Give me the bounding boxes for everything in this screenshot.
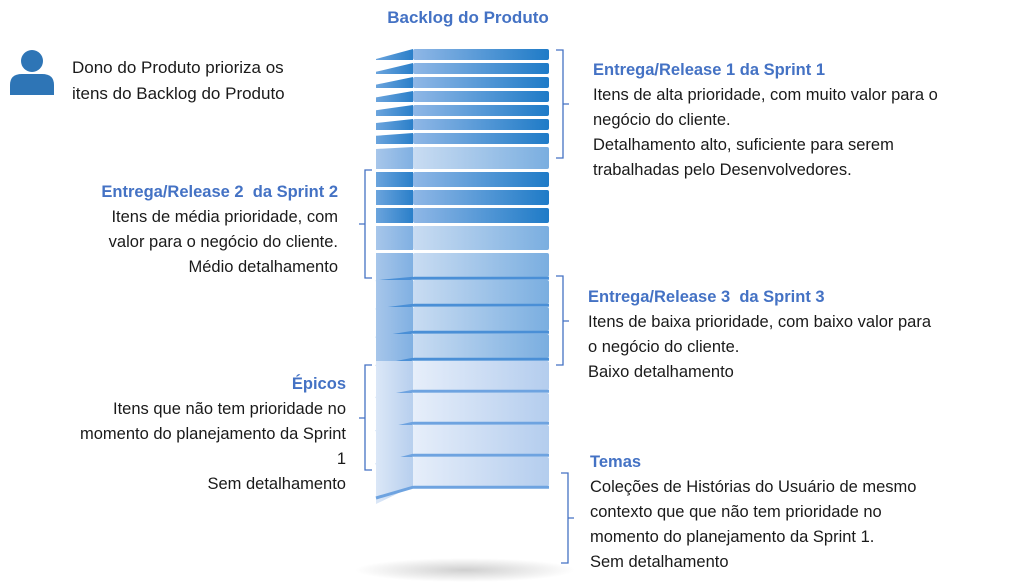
stack-layer-separator [375,485,549,500]
diagram-title: Backlog do Produto [387,8,549,27]
epicos-line: Itens que não tem prioridade no [113,400,346,418]
release2-line: Itens de média prioridade, com [111,208,338,226]
stack-shadow [355,558,575,582]
release1-line: trabalhadas pelo Desenvolvedores. [593,161,852,179]
stack-layer-side [376,226,413,250]
stack-layer-side [376,190,413,205]
release3-heading: Entrega/Release 3 da Sprint 3 [588,288,825,306]
stack-layer-side [376,77,413,88]
backlog-stack [375,49,549,504]
stack-layer [413,457,549,486]
release3-line: Baixo detalhamento [588,363,734,381]
release3-line: o negócio do cliente. [588,338,740,356]
stack-layer-side [376,253,413,283]
stack-layer [413,280,549,304]
release1-line: negócio do cliente. [593,111,731,129]
release2-line: valor para o negócio do cliente. [108,233,338,251]
temas-line: contexto que que não tem prioridade no [590,503,882,521]
user-icon [10,50,54,95]
owner-line: Dono do Produto prioriza os [72,58,284,77]
stack-layer-side [376,457,413,504]
release3-block: Entrega/Release 3 da Sprint 3 Itens de b… [588,285,1018,385]
stack-layer-side [376,105,413,116]
owner-description: Dono do Produto prioriza os itens do Bac… [72,55,342,107]
stack-layer [413,172,549,187]
stack-layer-side [376,208,413,223]
stack-layer [413,105,549,116]
temas-block: Temas Coleções de Histórias do Usuário d… [590,450,1020,575]
stack-layer [413,307,549,331]
bracket-release1 [556,49,569,159]
stack-layer [413,361,549,390]
stack-layer [413,425,549,454]
stack-layer-side [376,147,413,169]
stack-layer-side [376,91,413,102]
stack-layer [413,63,549,74]
stack-layer [413,119,549,130]
temas-line: Coleções de Histórias do Usuário de mesm… [590,478,917,496]
stack-layer [413,133,549,144]
release2-line: Médio detalhamento [188,258,338,276]
stack-layer [413,208,549,223]
epicos-line: 1 [336,450,346,468]
stack-layer [413,49,549,60]
bracket-release2 [359,169,372,279]
owner-line: itens do Backlog do Produto [72,84,285,103]
stack-layer [413,334,549,358]
epicos-line: Sem detalhamento [207,475,346,493]
stack-layer-side [376,133,413,144]
bracket-temas [561,472,574,564]
stack-layer-side [376,280,413,312]
stack-layer-side [376,49,413,60]
stack-layer [413,77,549,88]
epicos-block: Épicos Itens que não tem prioridade no m… [20,372,346,497]
release1-line: Itens de alta prioridade, com muito valo… [593,86,938,104]
brackets [359,49,574,564]
stack-layer [413,226,549,250]
stack-layer [413,147,549,169]
stack-layer-side [376,63,413,74]
stack-layer [413,253,549,277]
bracket-epicos [359,364,372,471]
epicos-line: momento do planejamento da Sprint [80,425,346,443]
stack-layer [413,393,549,422]
stack-layer [413,190,549,205]
stack-layer-side [376,172,413,187]
release1-block: Entrega/Release 1 da Sprint 1 Itens de a… [593,58,1013,183]
temas-line: Sem detalhamento [590,553,729,571]
stack-layer [413,91,549,102]
epicos-heading: Épicos [291,375,346,393]
release2-block: Entrega/Release 2 da Sprint 2 Itens de m… [20,180,338,280]
temas-line: momento do planejamento da Sprint 1. [590,528,875,546]
stack-layer-side [376,119,413,130]
release2-heading: Entrega/Release 2 da Sprint 2 [101,183,338,201]
release3-line: Itens de baixa prioridade, com baixo val… [588,313,932,331]
release1-heading: Entrega/Release 1 da Sprint 1 [593,61,826,79]
temas-heading: Temas [590,453,642,471]
bracket-release3 [556,275,569,366]
release1-line: Detalhamento alto, suficiente para serem [593,136,894,154]
